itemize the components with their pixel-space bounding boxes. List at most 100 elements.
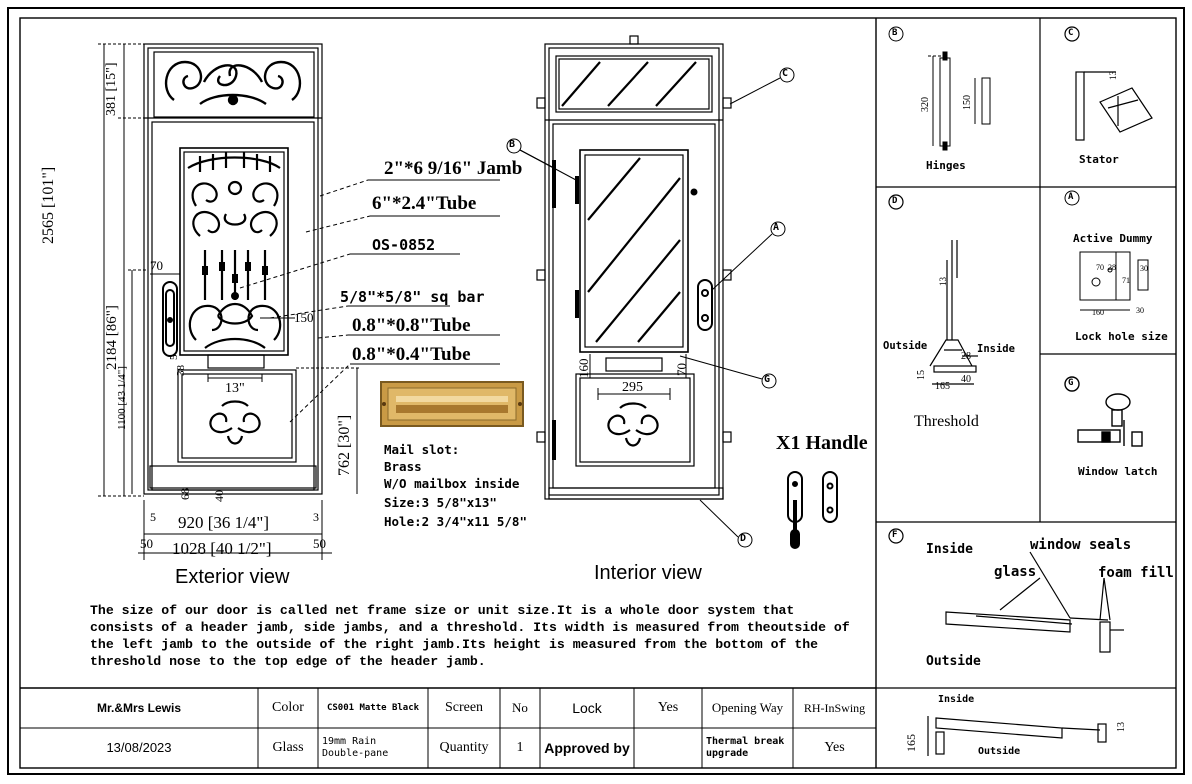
thermal-value: Yes — [824, 740, 845, 755]
detail-c-stator — [1064, 26, 1153, 141]
dim-13-inch: 13" — [225, 381, 245, 396]
mailslot-line4: Size:3 5/8"x13" — [384, 495, 497, 510]
detail-b-hinges — [888, 26, 991, 151]
lock-value: Yes — [657, 700, 679, 715]
detail-a-dim5: 71 — [1122, 276, 1130, 285]
interior-tag-g: G — [764, 374, 771, 385]
section-dim2: 13 — [1116, 722, 1127, 732]
sheet-border — [7, 7, 1185, 775]
detail-b-dim2: 150 — [962, 95, 973, 110]
interior-tag-d: D — [740, 533, 747, 544]
dim-5-bottom: 5 — [150, 510, 156, 524]
dim-kick-height: 762 [30"] — [336, 414, 353, 476]
quantity-label: Quantity — [439, 740, 489, 755]
exterior-door — [143, 43, 323, 495]
exterior-dimensions — [98, 43, 360, 560]
detail-a-caption: Lock hole size — [1075, 330, 1168, 343]
dim-160: 160 — [576, 358, 591, 379]
dim-50-right: 50 — [313, 536, 326, 551]
interior-tag-c: C — [782, 68, 789, 79]
detail-d-dim2: 28 — [961, 351, 971, 362]
mailslot-line1: Mail slot: — [384, 442, 460, 457]
transom-ornament — [164, 60, 302, 106]
interior-hinges — [552, 160, 579, 460]
transom-glass-lines — [561, 61, 697, 107]
table-section-drawing — [927, 716, 1107, 756]
detail-f-outside: Outside — [926, 654, 981, 669]
dim-3: 3 — [313, 510, 319, 524]
color-label: Color — [272, 700, 304, 715]
detail-a-tag: A — [1068, 192, 1074, 202]
description-paragraph: The size of our door is called net frame… — [90, 603, 850, 669]
dim-transom-height: 381 [15"] — [104, 62, 119, 116]
dim-lower-height: 1100 [43 1/4"] — [116, 366, 128, 430]
dim-total-height: 2565 [101"] — [40, 166, 57, 244]
detail-a-dim2: 28 — [1108, 263, 1116, 272]
detail-d-dim3: 15 — [916, 370, 927, 380]
detail-a-lockholes — [1064, 190, 1149, 311]
dim-handle-offset: 70 — [150, 258, 163, 273]
detail-d-caption: Threshold — [914, 413, 979, 430]
detail-a-title: Active Dummy — [1073, 232, 1153, 245]
section-dim1: 165 — [904, 734, 918, 752]
callout-leaders — [239, 179, 500, 423]
dim-50-left: 50 — [140, 536, 153, 551]
interior-callouts — [506, 67, 795, 548]
detail-f-inside: Inside — [926, 542, 973, 557]
dim-door-height: 2184 [86"] — [104, 305, 120, 370]
kick-panel-ornament — [209, 400, 261, 445]
detail-f-tag: F — [892, 530, 898, 540]
section-inside: Inside — [938, 694, 975, 705]
detail-a-dim1: 70 — [1096, 263, 1104, 272]
dim-150: 150 — [294, 310, 314, 325]
callout-part-number: OS-0852 — [372, 236, 436, 254]
handle-drawing — [787, 471, 838, 549]
detail-g-caption: Window latch — [1078, 465, 1158, 478]
lock-label: Lock — [572, 700, 602, 716]
interior-view-title: Interior view — [594, 562, 702, 584]
detail-g-tag: G — [1068, 378, 1074, 388]
detail-d-tag: D — [892, 196, 898, 206]
customer-name: Mr.&Mrs Lewis — [96, 701, 182, 715]
detail-d-inside: Inside — [977, 343, 1015, 355]
detail-d-dim5: 40 — [961, 374, 971, 385]
interior-tag-b: B — [509, 139, 516, 150]
quantity-value: 1 — [516, 740, 524, 755]
door-glass-lines — [587, 157, 681, 343]
drawing-date: 13/08/2023 — [106, 740, 172, 755]
detail-d-dim4: 165 — [935, 381, 950, 392]
interior-handle — [690, 188, 713, 331]
dim-68: 68 — [178, 488, 192, 500]
detail-d-dim1: 13 — [938, 277, 948, 286]
detail-c-dim: 13 — [1108, 71, 1118, 80]
mail-slot-image — [380, 381, 524, 427]
callout-tube-08x04: 0.8"*0.4"Tube — [352, 344, 471, 365]
dim-5-top: 5 — [168, 354, 180, 361]
handle-label: X1 Handle — [776, 432, 868, 454]
mailslot-line3: W/O mailbox inside — [384, 476, 520, 491]
approved-value — [634, 728, 702, 768]
dim-slab-width: 920 [36 1/4"] — [178, 513, 269, 532]
door-glass-ornament — [187, 152, 282, 349]
detail-d-threshold — [888, 194, 978, 385]
dim-70: 70 — [674, 363, 689, 376]
screen-value: No — [512, 700, 528, 715]
glass-label: Glass — [272, 740, 304, 755]
approved-label: Approved by — [544, 740, 630, 756]
detail-a-dim6: 30 — [1140, 264, 1148, 273]
detail-b-caption: Hinges — [926, 159, 966, 172]
dim-unit-width: 1028 [40 1/2"] — [172, 539, 272, 558]
detail-f-seals: window seals — [1030, 537, 1132, 553]
interior-dimensions — [589, 354, 687, 400]
detail-a-dim3: 160 — [1092, 308, 1104, 317]
section-outside: Outside — [978, 746, 1021, 757]
opening-value: RH-InSwing — [803, 701, 866, 715]
detail-f-section — [888, 528, 1124, 653]
opening-label: Opening Way — [711, 700, 784, 715]
exterior-handle — [162, 281, 178, 357]
exterior-view-title: Exterior view — [175, 566, 290, 588]
detail-b-dim1: 320 — [920, 97, 931, 112]
glass-value: 19mm Rain Double-pane — [322, 736, 389, 759]
color-value: CS001 Matte Black — [326, 703, 420, 713]
